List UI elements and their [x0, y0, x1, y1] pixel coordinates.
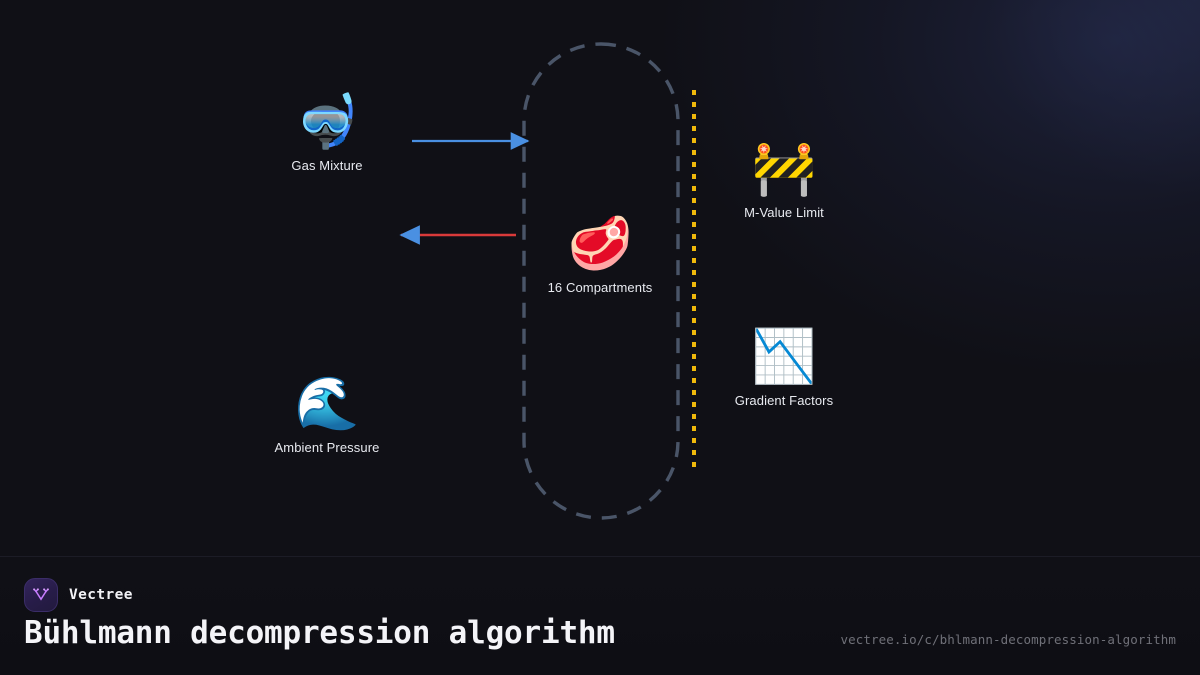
node-gradient-factors[interactable]: 📉 Gradient Factors — [704, 327, 864, 409]
node-label: Gas Mixture — [291, 158, 363, 173]
cut-of-meat-icon: 🥩 — [567, 214, 633, 274]
node-gas-mixture[interactable]: 🤿 Gas Mixture — [247, 92, 407, 174]
node-m-value-limit[interactable]: 🚧 M-Value Limit — [704, 139, 864, 221]
water-wave-icon: 🌊 — [294, 374, 360, 434]
node-16-compartments[interactable]: 🥩 16 Compartments — [520, 214, 680, 296]
chart-decreasing-icon: 📉 — [751, 327, 817, 387]
node-label: Gradient Factors — [734, 393, 834, 408]
diagram-canvas: 🤿 Gas Mixture 🌊 Ambient Pressure 🥩 16 Co… — [247, 42, 864, 520]
vectree-logo-icon — [24, 578, 58, 612]
node-ambient-pressure[interactable]: 🌊 Ambient Pressure — [247, 374, 407, 456]
diving-mask-icon: 🤿 — [294, 92, 360, 152]
node-label: M-Value Limit — [744, 205, 824, 220]
node-label: 16 Compartments — [547, 280, 653, 295]
construction-sign-icon: 🚧 — [751, 139, 817, 199]
vectree-glyph — [33, 588, 49, 601]
brand-name: Vectree — [69, 587, 133, 603]
node-label: Ambient Pressure — [274, 440, 380, 455]
brand[interactable]: Vectree — [24, 578, 133, 612]
page-title: Bühlmann decompression algorithm — [24, 615, 615, 651]
footer-bar: Vectree Bühlmann decompression algorithm… — [0, 556, 1200, 675]
source-url: vectree.io/c/bhlmann-decompression-algor… — [840, 632, 1176, 647]
